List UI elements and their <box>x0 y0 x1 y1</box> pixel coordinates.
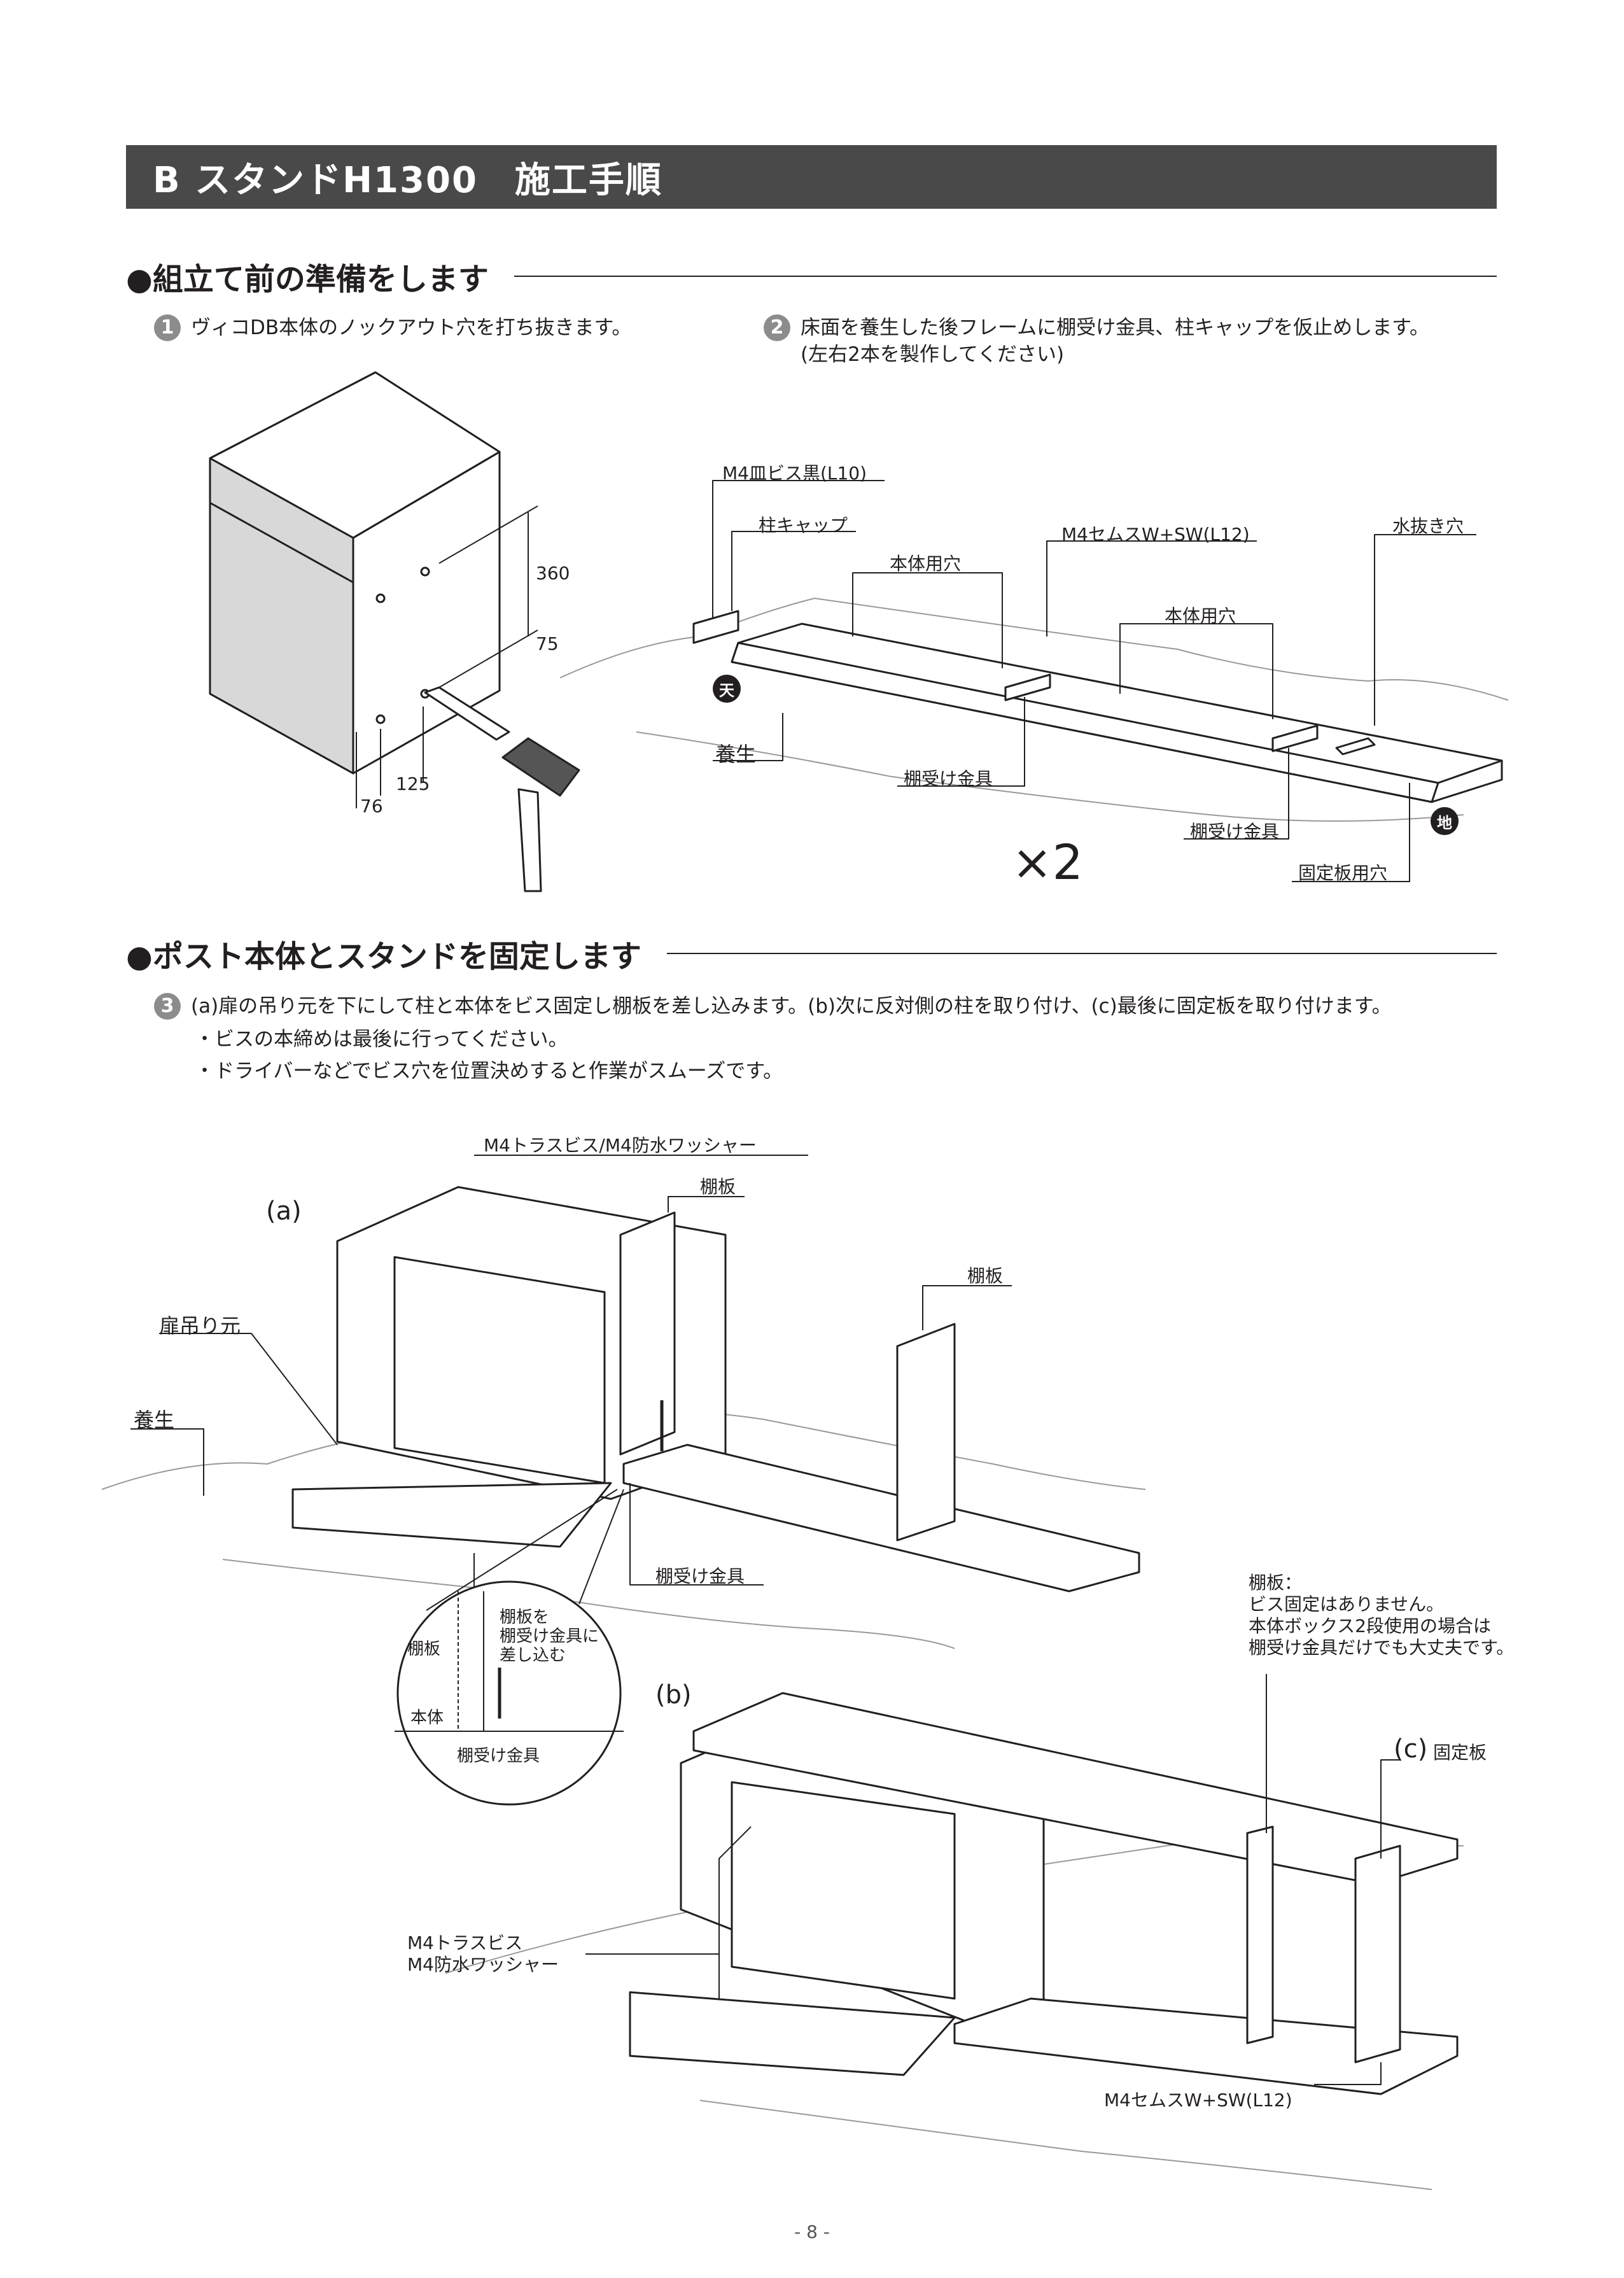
label-body-hole-1: 本体用穴 <box>890 553 962 574</box>
step-number-3: 3 <box>154 993 181 1020</box>
dimension-76: 76 <box>360 796 383 817</box>
section-title-fix: ●ポスト本体とスタンドを固定します <box>126 939 641 974</box>
label-shelf-bracket-2: 棚受け金具 <box>1190 821 1280 842</box>
label-drain-hole: 水抜き穴 <box>1392 516 1464 537</box>
label-shelf-2: 棚板 <box>967 1265 1004 1286</box>
label-truss-washer-b: M4トラスビス M4防水ワッシャー <box>407 1932 559 1976</box>
dimension-360: 360 <box>536 563 570 584</box>
shelf-note-line: 棚受け金具だけでも大丈夫です。 <box>1249 1637 1515 1658</box>
section-title-prepare: ●組立て前の準備をします <box>126 262 489 297</box>
bottom-marker: 地 <box>1431 807 1459 835</box>
label-m4-semus-screw: M4セムスW+SW(L12) <box>1061 524 1250 545</box>
step-2-subtext: (左右2本を製作してください) <box>801 343 1065 366</box>
label-waterproof-washer: M4防水ワッシャー <box>407 1954 559 1975</box>
top-marker: 天 <box>713 675 741 703</box>
detail-label-bracket: 棚受け金具 <box>457 1747 540 1766</box>
label-body-hole-2: 本体用穴 <box>1165 605 1236 626</box>
quantity-times-two: ×2 <box>1012 834 1084 890</box>
section-divider <box>514 276 1497 277</box>
detail-insert-note: 棚板を 棚受け金具に 差し込む <box>500 1608 599 1665</box>
label-truss-screw: M4トラスビス <box>407 1932 523 1953</box>
page-number: - 8 - <box>794 2221 830 2242</box>
note-item: ・ビスの本締めは最後に行ってください。 <box>195 1028 568 1051</box>
page-title: B スタンドH1300 施工手順 <box>153 159 662 201</box>
assembly-b-illustration <box>445 1674 1464 2190</box>
label-shelf-bracket-1: 棚受け金具 <box>904 768 993 789</box>
detail-insert-line: 棚板を <box>500 1608 550 1627</box>
label-step-b: (b) <box>655 1680 692 1710</box>
step-1-text: ヴィコDB本体のノックアウト穴を打ち抜きます。 <box>191 316 632 339</box>
shelf-note: 棚板： ビス固定はありません。 本体ボックス2段使用の場合は 棚受け金具だけでも… <box>1249 1572 1514 1659</box>
label-fixing-plate-hole: 固定板用穴 <box>1298 862 1388 883</box>
notes-list: ・ビスの本締めは最後に行ってください。 ・ドライバーなどでビス穴を位置決めすると… <box>195 1023 783 1087</box>
dimension-75: 75 <box>536 633 559 654</box>
label-shelf-bracket-3: 棚受け金具 <box>655 1566 745 1587</box>
dimension-125: 125 <box>396 773 430 794</box>
label-fixing-plate: 固定板 <box>1433 1742 1487 1763</box>
section-prepare: ●組立て前の準備をします <box>126 257 1497 297</box>
label-column-cap: 柱キャップ <box>759 515 848 536</box>
assembly-a-illustration <box>101 1155 1146 1806</box>
step-number-1: 1 <box>154 314 181 341</box>
detail-label-shelf: 棚板 <box>407 1640 441 1659</box>
detail-label-body: 本体 <box>410 1708 444 1727</box>
label-protection-sheet: 養生 <box>715 742 757 766</box>
frame-illustration <box>559 480 1509 882</box>
label-m4-sara-screw: M4皿ビス黒(L10) <box>722 463 867 484</box>
shelf-note-line: ビス固定はありません。 <box>1249 1594 1445 1615</box>
note-item: ・ドライバーなどでビス穴を位置決めすると作業がスムーズです。 <box>195 1060 783 1083</box>
step-3: 3 (a)扉の吊り元を下にして柱と本体をビス固定し棚板を差し込みます。(b)次に… <box>154 993 1392 1020</box>
shelf-note-line: 本体ボックス2段使用の場合は <box>1249 1615 1491 1636</box>
label-protection-sheet-3: 養生 <box>134 1408 175 1432</box>
step-3-text: (a)扉の吊り元を下にして柱と本体をビス固定し棚板を差し込みます。(b)次に反対… <box>191 995 1392 1018</box>
header-banner: B スタンドH1300 施工手順 <box>126 145 1497 209</box>
detail-insert-line: 棚受け金具に <box>500 1627 599 1646</box>
label-truss-screw-washer: M4トラスビス/M4防水ワッシャー <box>484 1135 757 1156</box>
section-fix-stand: ●ポスト本体とスタンドを固定します <box>126 934 1497 974</box>
section-divider <box>666 953 1497 954</box>
step-1: 1 ヴィコDB本体のノックアウト穴を打ち抜きます。 <box>154 314 631 341</box>
step-number-2: 2 <box>764 314 790 341</box>
label-step-c: (c) <box>1394 1734 1428 1764</box>
label-step-a: (a) <box>266 1197 302 1226</box>
detail-insert-line: 差し込む <box>500 1646 566 1665</box>
label-m4-semus-b: M4セムスW+SW(L12) <box>1104 2090 1292 2111</box>
knockout-box-illustration <box>209 371 580 892</box>
step-2-text: 床面を養生した後フレームに棚受け金具、柱キャップを仮止めします。 <box>801 316 1429 339</box>
step-2: 2 床面を養生した後フレームに棚受け金具、柱キャップを仮止めします。 (左右2本… <box>764 314 1429 368</box>
shelf-note-line: 棚板： <box>1249 1572 1303 1593</box>
label-shelf-1: 棚板 <box>700 1176 736 1197</box>
label-door-hinge-side: 扉吊り元 <box>159 1314 241 1338</box>
